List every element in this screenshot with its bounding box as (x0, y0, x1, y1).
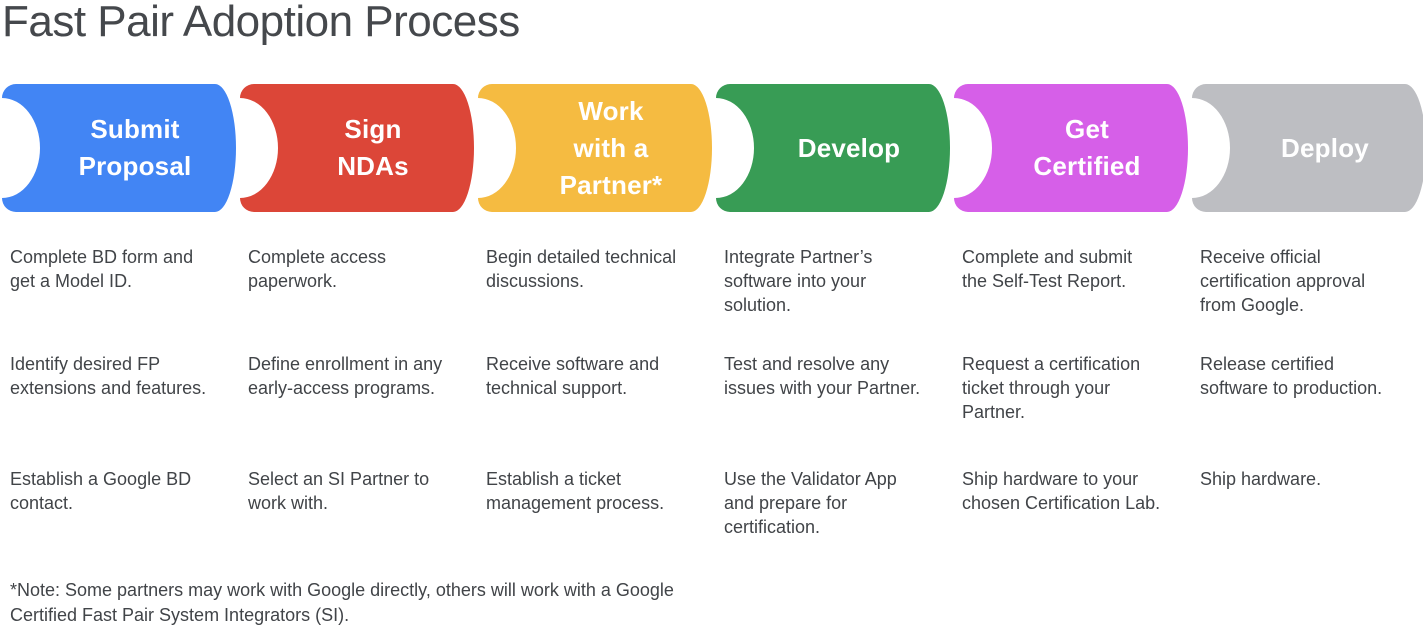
stage-item: Test and resolve any issues with your Pa… (724, 354, 921, 398)
stage-item: Ship hardware. (1200, 469, 1322, 489)
stage-details-grid: Complete BD form and get a Model ID. Comp… (2, 245, 1423, 578)
stage-chevron-shape (2, 84, 236, 212)
footnote: *Note: Some partners may work with Googl… (10, 580, 674, 625)
stage-chevron-shape (478, 84, 712, 212)
stage-deploy: Deploy (1192, 84, 1423, 212)
stage-item: Define enrollment in any early-access pr… (248, 354, 443, 398)
stage-label: Submit Proposal (78, 114, 192, 181)
stage-chevron-shape (716, 84, 950, 212)
stage-item: Select an SI Partner to work with. (248, 469, 430, 513)
stage-item: Begin detailed technical discussions. (486, 247, 677, 291)
stage-label: Work with a Partner* (559, 95, 663, 200)
stage-work-with-a-partner: Work with a Partner* (478, 84, 716, 212)
stage-label: Deploy (1281, 132, 1369, 163)
stage-item: Release certified software to production… (1200, 354, 1383, 398)
stage-item: Receive software and technical support. (486, 354, 660, 398)
stage-item: Use the Validator App and prepare for ce… (724, 469, 897, 537)
stage-label: Develop (797, 132, 901, 163)
stage-item: Receive official certification approval … (1200, 247, 1366, 315)
stage-label: Sign NDAs (337, 114, 409, 181)
stage-get-certified: Get Certified (954, 84, 1192, 212)
stage-item: Integrate Partner’s software into your s… (724, 247, 873, 315)
stage-item: Request a certification ticket through y… (962, 354, 1141, 422)
stage-item: Identify desired FP extensions and featu… (10, 354, 207, 398)
stage-sign-ndas: Sign NDAs (240, 84, 478, 212)
process-stage-band: Submit Proposal Sign NDAs Work with a Part… (2, 84, 1423, 212)
stage-label: Get Certified (1033, 114, 1141, 181)
stage-item: Establish a Google BD contact. (10, 469, 192, 513)
stage-item: Complete access paperwork. (248, 247, 387, 291)
page-title: Fast Pair Adoption Process (2, 0, 520, 46)
stage-chevron-shape (1192, 84, 1423, 212)
stage-item: Establish a ticket management process. (486, 469, 665, 513)
stage-item: Complete BD form and get a Model ID. (10, 247, 194, 291)
stage-item: Ship hardware to your chosen Certificati… (962, 469, 1161, 513)
stage-submit-proposal: Submit Proposal (2, 84, 240, 212)
stage-develop: Develop (716, 84, 954, 212)
stage-chevron-shape (954, 84, 1188, 212)
stage-item: Complete and submit the Self-Test Report… (962, 247, 1133, 291)
stage-chevron-shape (240, 84, 474, 212)
